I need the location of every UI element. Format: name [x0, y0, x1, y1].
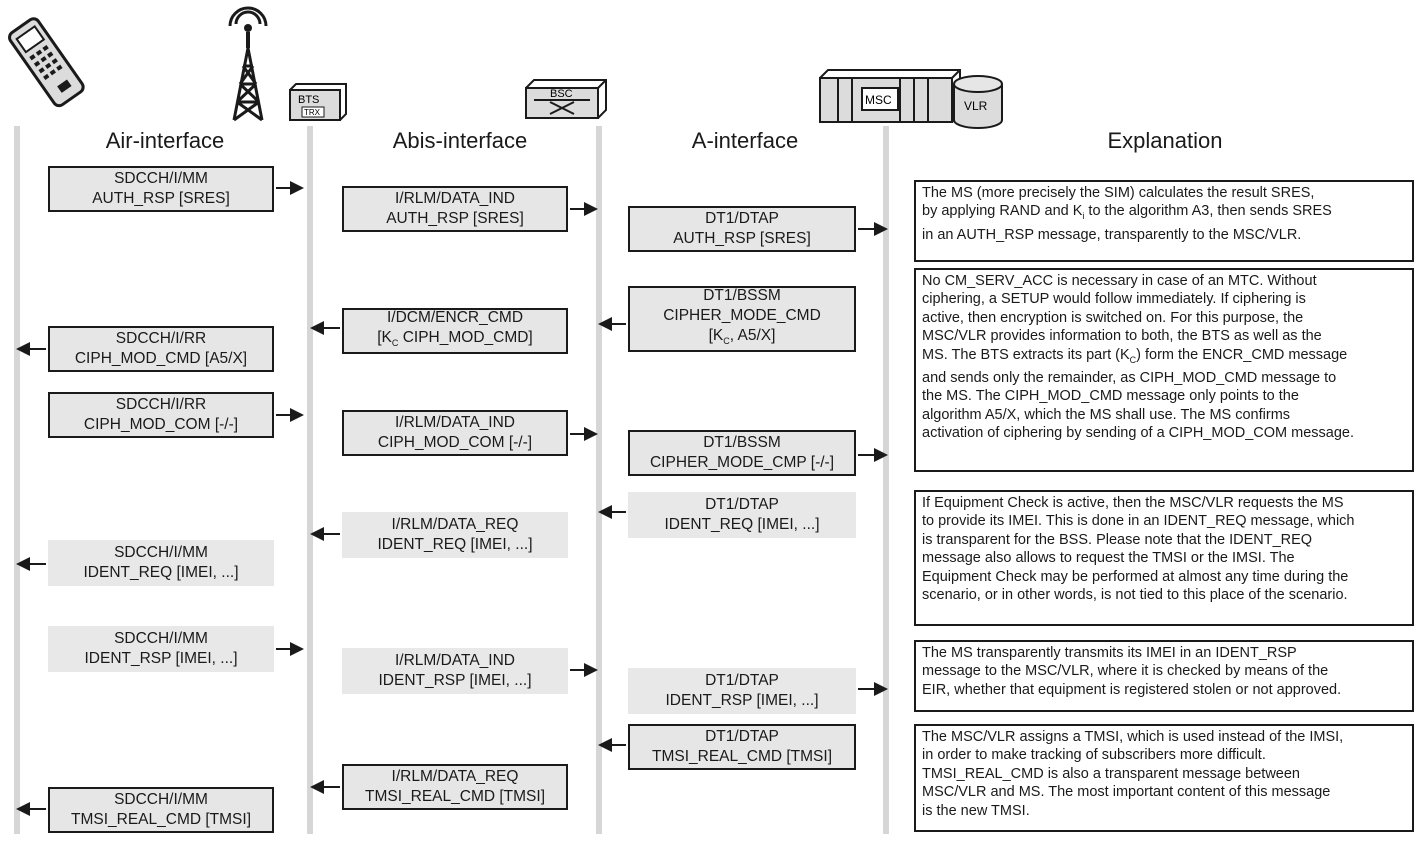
arrow-right — [276, 408, 304, 422]
arrow-right — [858, 448, 888, 462]
msc-icon: MSC — [819, 69, 961, 123]
arrow-right — [570, 427, 598, 441]
msg-a-cipher-cmd: DT1/BSSM CIPHER_MODE_CMD [KC, A5/X] — [628, 286, 856, 352]
msg-line: SDCCH/I/RR — [115, 396, 207, 413]
msg-line: SDCCH/I/MM — [114, 630, 208, 647]
trx-label: TRX — [304, 108, 321, 117]
explanation-tmsi: The MSC/VLR assigns a TMSI, which is use… — [914, 724, 1414, 832]
msg-a-ident-req: DT1/DTAP IDENT_REQ [IMEI, ...] — [628, 492, 856, 538]
arrow-left — [598, 317, 626, 331]
msg-line: I/RLM/DATA_IND — [395, 414, 515, 431]
arrow-left — [598, 738, 626, 752]
msg-a-cipher-cmp: DT1/BSSM CIPHER_MODE_CMP [-/-] — [628, 430, 856, 476]
arrow-right — [276, 642, 304, 656]
msg-abis-ident-rsp: I/RLM/DATA_IND IDENT_RSP [IMEI, ...] — [342, 648, 568, 694]
msg-line: SDCCH/I/MM — [114, 791, 208, 808]
arrow-left — [16, 557, 46, 571]
arrow-left — [310, 780, 340, 794]
msg-line: I/RLM/DATA_REQ — [391, 516, 519, 533]
msg-line: CIPH_MOD_COM [-/-] — [83, 416, 239, 433]
vlr-label: VLR — [964, 99, 988, 113]
arrow-right — [276, 181, 304, 195]
lifeline-ms — [14, 126, 20, 834]
explanation-ident-req: If Equipment Check is active, then the M… — [914, 490, 1414, 626]
msg-abis-ident-req: I/RLM/DATA_REQ IDENT_REQ [IMEI, ...] — [342, 512, 568, 558]
arrow-right — [858, 222, 888, 236]
msg-a-ident-rsp: DT1/DTAP IDENT_RSP [IMEI, ...] — [628, 668, 856, 714]
msg-line: IDENT_RSP [IMEI, ...] — [378, 672, 532, 689]
msg-air-ciph-com: SDCCH/I/RR CIPH_MOD_COM [-/-] — [48, 392, 274, 438]
msg-line: IDENT_REQ [IMEI, ...] — [377, 536, 533, 553]
msg-line: TMSI_REAL_CMD [TMSI] — [71, 811, 251, 828]
header-abis-interface: Abis-interface — [392, 128, 528, 153]
msg-abis-auth-rsp: I/RLM/DATA_IND AUTH_RSP [SRES] — [342, 186, 568, 232]
arrow-left — [598, 505, 626, 519]
msg-abis-tmsi-cmd: I/RLM/DATA_REQ TMSI_REAL_CMD [TMSI] — [342, 764, 568, 810]
msg-line: AUTH_RSP [SRES] — [386, 210, 524, 227]
msg-line: IDENT_RSP [IMEI, ...] — [665, 692, 819, 709]
msg-line: I/DCM/ENCR_CMD — [386, 309, 524, 327]
arrow-right — [570, 663, 598, 677]
lifeline-msc — [883, 126, 889, 834]
lifeline-bts — [307, 126, 313, 834]
msg-line: IDENT_REQ [IMEI, ...] — [664, 516, 820, 533]
arrow-left — [310, 321, 340, 335]
msg-line: AUTH_RSP [SRES] — [92, 190, 230, 207]
msg-line: CIPH_MOD_COM [-/-] — [377, 434, 533, 451]
msg-line: [KC, A5/X] — [708, 327, 776, 347]
msg-line: SDCCH/I/RR — [115, 330, 207, 347]
msg-line: DT1/DTAP — [705, 728, 779, 745]
msg-line: I/RLM/DATA_IND — [395, 190, 515, 207]
msg-line: CIPH_MOD_CMD [A5/X] — [74, 350, 248, 367]
header-a-interface: A-interface — [691, 128, 799, 153]
msg-air-tmsi-cmd: SDCCH/I/MM TMSI_REAL_CMD [TMSI] — [48, 787, 274, 833]
msc-label: MSC — [865, 93, 892, 107]
arrow-right — [858, 682, 888, 696]
msg-line: IDENT_REQ [IMEI, ...] — [83, 564, 239, 581]
bts-label: BTS — [298, 94, 319, 106]
msg-line: DT1/DTAP — [705, 496, 779, 513]
arrow-left — [16, 342, 46, 356]
msg-line: DT1/BSSM — [703, 287, 781, 305]
msg-line: [KC CIPH_MOD_CMD] — [377, 329, 533, 349]
msg-line: IDENT_RSP [IMEI, ...] — [84, 650, 238, 667]
msg-line: CIPHER_MODE_CMP [-/-] — [649, 454, 835, 471]
msg-air-auth-rsp: SDCCH/I/MM AUTH_RSP [SRES] — [48, 166, 274, 212]
msg-line: AUTH_RSP [SRES] — [673, 230, 811, 247]
msg-air-ident-req: SDCCH/I/MM IDENT_REQ [IMEI, ...] — [48, 540, 274, 586]
msg-line: I/RLM/DATA_IND — [395, 652, 515, 669]
explanation-authentication: The MS (more precisely the SIM) calculat… — [914, 180, 1414, 262]
msg-line: DT1/DTAP — [705, 210, 779, 227]
msg-abis-ciph-com: I/RLM/DATA_IND CIPH_MOD_COM [-/-] — [342, 410, 568, 456]
bsc-label: BSC — [550, 88, 573, 100]
msg-line: I/RLM/DATA_REQ — [391, 768, 519, 785]
msg-line: DT1/BSSM — [703, 434, 781, 451]
msg-air-ciph-cmd: SDCCH/I/RR CIPH_MOD_CMD [A5/X] — [48, 326, 274, 372]
msg-line: TMSI_REAL_CMD [TMSI] — [365, 788, 545, 805]
arrow-left — [310, 527, 340, 541]
explanation-ciphering: No CM_SERV_ACC is necessary in case of a… — [914, 268, 1414, 472]
header-air-interface: Air-interface — [105, 128, 225, 153]
msg-a-tmsi-cmd: DT1/DTAP TMSI_REAL_CMD [TMSI] — [628, 724, 856, 770]
explanation-ident-rsp: The MS transparently transmits its IMEI … — [914, 640, 1414, 712]
arrow-left — [16, 802, 46, 816]
msg-line: TMSI_REAL_CMD [TMSI] — [652, 748, 832, 765]
vlr-database-icon: VLR — [953, 75, 1003, 129]
msg-abis-encr-cmd: I/DCM/ENCR_CMD [KC CIPH_MOD_CMD] — [342, 308, 568, 354]
bts-antenna-icon: BTS TRX — [228, 6, 347, 122]
bsc-icon: BSC — [525, 79, 607, 119]
msg-line: CIPHER_MODE_CMD — [663, 307, 821, 325]
msg-air-ident-rsp: SDCCH/I/MM IDENT_RSP [IMEI, ...] — [48, 626, 274, 672]
msg-line: DT1/DTAP — [705, 672, 779, 689]
msg-a-auth-rsp: DT1/DTAP AUTH_RSP [SRES] — [628, 206, 856, 252]
msg-line: SDCCH/I/MM — [114, 170, 208, 187]
arrow-right — [570, 202, 598, 216]
msg-line: SDCCH/I/MM — [114, 544, 208, 561]
header-explanation: Explanation — [1107, 128, 1223, 153]
lifeline-bsc — [596, 126, 602, 834]
mobile-phone-icon — [8, 17, 85, 108]
